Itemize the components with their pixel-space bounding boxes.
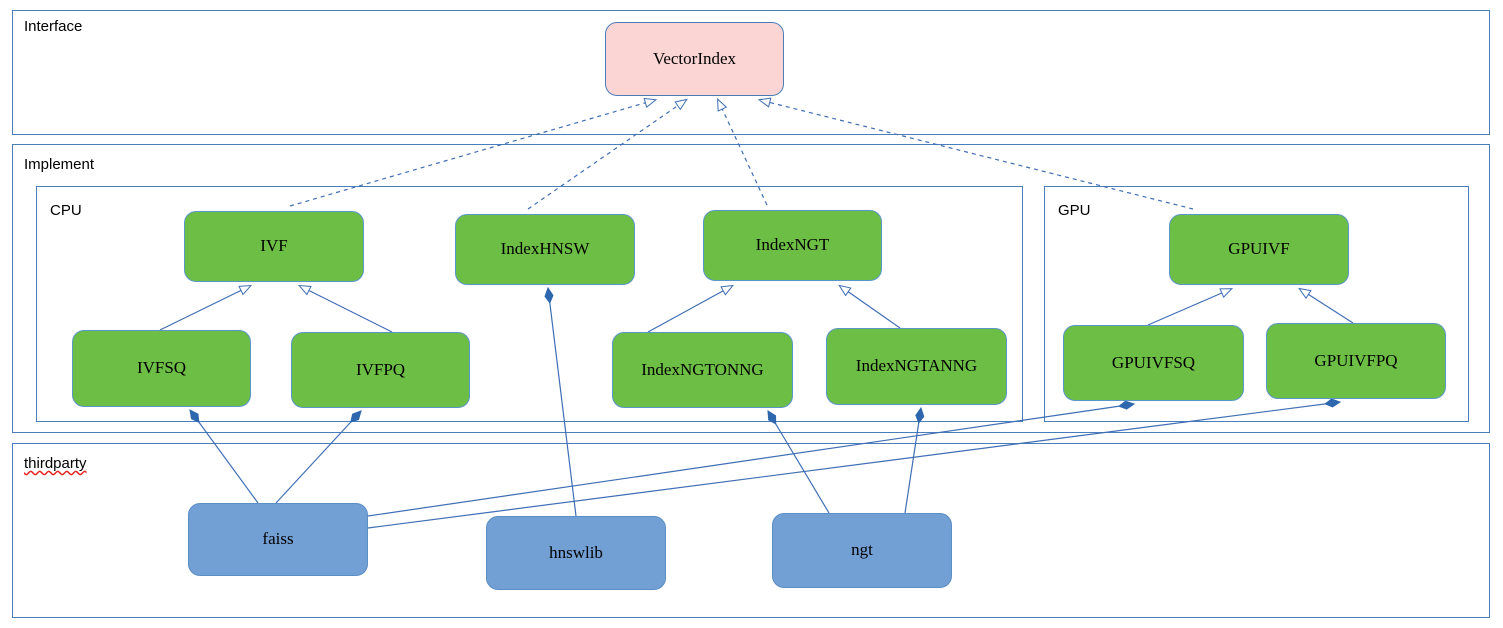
container-label-thirdparty: thirdparty	[24, 455, 87, 472]
container-label-interface: Interface	[24, 18, 83, 35]
node-faiss[interactable]: faiss	[188, 503, 368, 576]
container-label-gpu: GPU	[1058, 202, 1091, 219]
node-indexngtonng[interactable]: IndexNGTONNG	[612, 332, 793, 408]
node-ivfpq[interactable]: IVFPQ	[291, 332, 470, 408]
node-hnswlib[interactable]: hnswlib	[486, 516, 666, 590]
node-ivfsq[interactable]: IVFSQ	[72, 330, 251, 407]
node-indexhnsw[interactable]: IndexHNSW	[455, 214, 635, 285]
container-label-cpu: CPU	[50, 202, 82, 219]
node-vectorindex[interactable]: VectorIndex	[605, 22, 784, 96]
node-gpuivf[interactable]: GPUIVF	[1169, 214, 1349, 285]
node-gpuivfsq[interactable]: GPUIVFSQ	[1063, 325, 1244, 401]
node-indexngt[interactable]: IndexNGT	[703, 210, 882, 281]
node-indexngtanng[interactable]: IndexNGTANNG	[826, 328, 1007, 405]
node-ivf[interactable]: IVF	[184, 211, 364, 282]
node-gpuivfpq[interactable]: GPUIVFPQ	[1266, 323, 1446, 399]
container-label-implement: Implement	[24, 156, 95, 173]
node-ngt[interactable]: ngt	[772, 513, 952, 588]
